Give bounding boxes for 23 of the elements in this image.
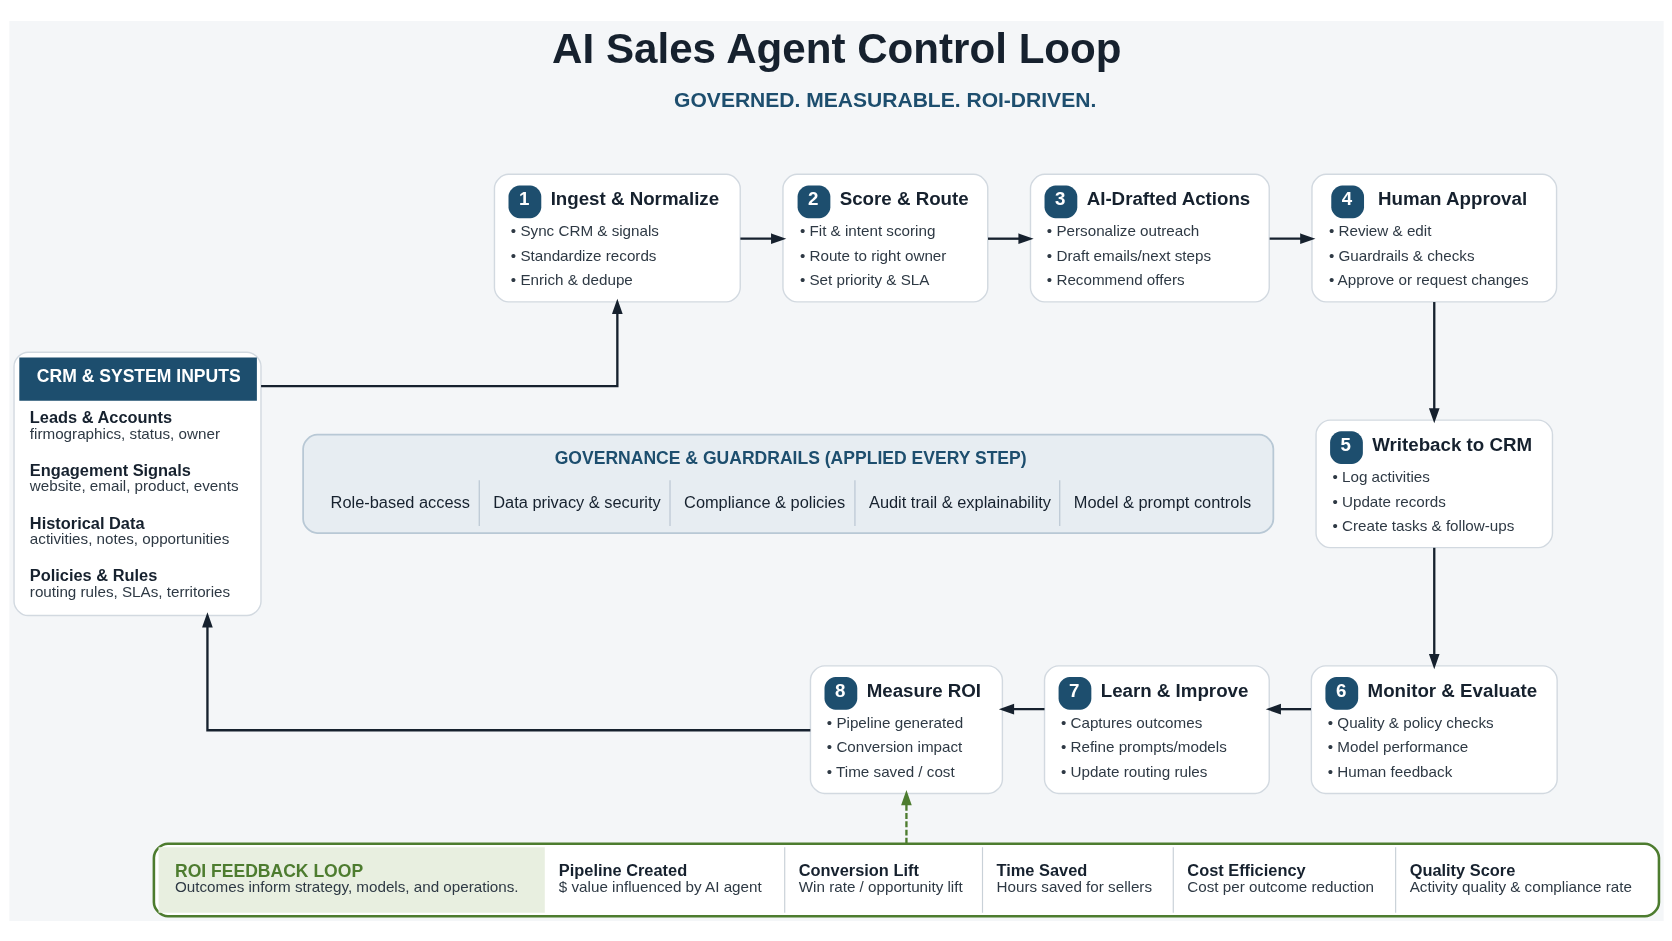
- arrow: [987, 232, 1034, 244]
- arrow: [998, 703, 1044, 714]
- node-box: 6 Monitor & Evaluate • Quality & policy checks • Model performance • Human feedback: [1310, 664, 1558, 794]
- arrow: [201, 611, 810, 731]
- node-box: 8 Measure ROI • Pipeline generated • Conversion impact • Time saved / cost: [809, 664, 1003, 794]
- arrow: [739, 232, 786, 244]
- arrow: [260, 298, 623, 387]
- node-box: GOVERNANCE & GUARDRAILS (APPLIED EVERY STEP) Role-based access Data privacy & security Compliance & policies Audit trail & explainability Model & prompt controls: [301, 433, 1274, 534]
- node-box: 2 Score & Route • Fit & intent scoring • Route to right owner • Set priority & SLA: [781, 173, 988, 303]
- diagram-title: AI Sales Agent Control Loop: [551, 24, 1122, 72]
- node-box: 5 Writeback to CRM • Log activities • Update records • Create tasks & follow-ups: [1314, 418, 1553, 548]
- arrow: [1428, 301, 1440, 423]
- node-box: 1 Ingest & Normalize • Sync CRM & signals • Standardize records • Enrich & dedupe: [493, 173, 741, 303]
- node-box: ROI FEEDBACK LOOP Outcomes inform strategy, models, and operations. Pipeline Created $ value influenced by AI agent Conversion Lift Win rate / opportunity lift Time Saved Hours saved for sellers Cost Efficiency Cost per outcome reduction Quality Score Activity quality & compliance rate: [152, 841, 1660, 918]
- arrow: [1269, 232, 1315, 244]
- arrow: [900, 789, 912, 844]
- node-box: 3 AI-Drafted Actions • Personalize outreach • Draft emails/next steps • Recommend offers: [1029, 173, 1270, 303]
- arrow: [1428, 547, 1440, 669]
- node-box: CRM & SYSTEM INPUTS Leads & Accounts firmographics, status, owner Engagement Signals website, email, product, events Historical Data activities, notes, opportunities Policies & Rules routing rules, SLAs, territories: [12, 351, 262, 616]
- label: GOVERNED. MEASURABLE. ROI-DRIVEN.: [673, 87, 1096, 111]
- node-box: 4 Human Approval • Review & edit • Guardrails & checks • Approve or request changes: [1310, 173, 1557, 303]
- node-box: 7 Learn & Improve • Captures outcomes • Refine prompts/models • Update routing rules: [1043, 664, 1270, 794]
- arrow: [1265, 703, 1311, 714]
